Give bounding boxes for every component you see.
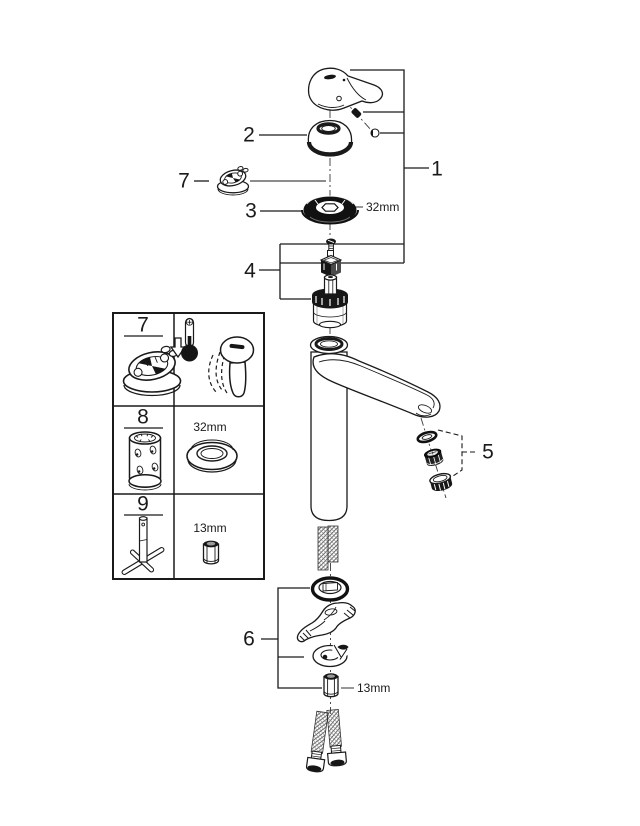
hose-stubs bbox=[317, 525, 339, 571]
mounting-nut-13mm bbox=[323, 673, 339, 698]
leader-lines bbox=[194, 134, 363, 689]
cartridge-adapter bbox=[319, 250, 343, 277]
dome-cap bbox=[306, 119, 354, 157]
callout-1: 1 bbox=[431, 158, 443, 181]
callout-6: 6 bbox=[243, 628, 255, 651]
stabilizer-plate bbox=[296, 601, 356, 643]
lever-handle bbox=[307, 67, 384, 111]
callout-3: 3 bbox=[245, 200, 257, 223]
screw-plug bbox=[370, 128, 380, 138]
ring-nut-32mm bbox=[301, 195, 359, 225]
legend-box: 7 bbox=[112, 312, 265, 580]
handle-slot bbox=[324, 74, 336, 80]
legend-row-9: 9 13mm bbox=[121, 493, 227, 575]
legend-size-32mm: 32mm bbox=[193, 420, 226, 434]
supply-hose-left bbox=[305, 710, 329, 773]
callout-bracket-1 bbox=[350, 69, 429, 263]
spout bbox=[312, 353, 441, 418]
callout-bracket-5 bbox=[437, 429, 478, 477]
thermometer-icon bbox=[181, 317, 198, 362]
supply-hose-right bbox=[326, 709, 347, 767]
faucet-body bbox=[309, 335, 441, 522]
legend-number-9: 9 bbox=[137, 493, 149, 516]
temperature-limiter bbox=[216, 166, 250, 196]
legend-row-8: 8 32mm bbox=[124, 406, 238, 491]
o-ring-seal bbox=[310, 576, 350, 602]
callout-2: 2 bbox=[243, 124, 255, 147]
legend-size-13mm: 13mm bbox=[193, 521, 226, 535]
callout-bracket-6 bbox=[261, 587, 322, 689]
horseshoe-washer bbox=[312, 644, 354, 668]
callout-5: 5 bbox=[482, 441, 494, 464]
grub-screw bbox=[351, 108, 362, 118]
callout-4: 4 bbox=[244, 260, 256, 283]
callout-labels: 1 2 3 4 5 6 7 32mm 13mm bbox=[178, 124, 494, 696]
callout-bracket-4 bbox=[259, 243, 404, 300]
legend-number-8: 8 bbox=[137, 406, 149, 429]
dimension-32mm: 32mm bbox=[366, 200, 399, 214]
aerator-housing bbox=[429, 472, 453, 491]
dimension-13mm: 13mm bbox=[357, 681, 390, 695]
lever-handle-icon bbox=[208, 336, 255, 398]
cartridge-socket-tool-icon bbox=[128, 431, 162, 491]
callout-7: 7 bbox=[178, 170, 190, 193]
aerator-flow-regulator bbox=[423, 448, 444, 466]
ring-nut-icon bbox=[186, 439, 238, 473]
cartridge bbox=[312, 274, 348, 329]
hose-nut-icon bbox=[202, 540, 220, 565]
aerator-seal-washer bbox=[416, 430, 438, 444]
legend-number-7: 7 bbox=[137, 314, 149, 337]
grub-screw-hole bbox=[336, 95, 342, 102]
t-handle-wrench-icon bbox=[121, 516, 165, 575]
legend-row-7: 7 bbox=[122, 314, 255, 398]
